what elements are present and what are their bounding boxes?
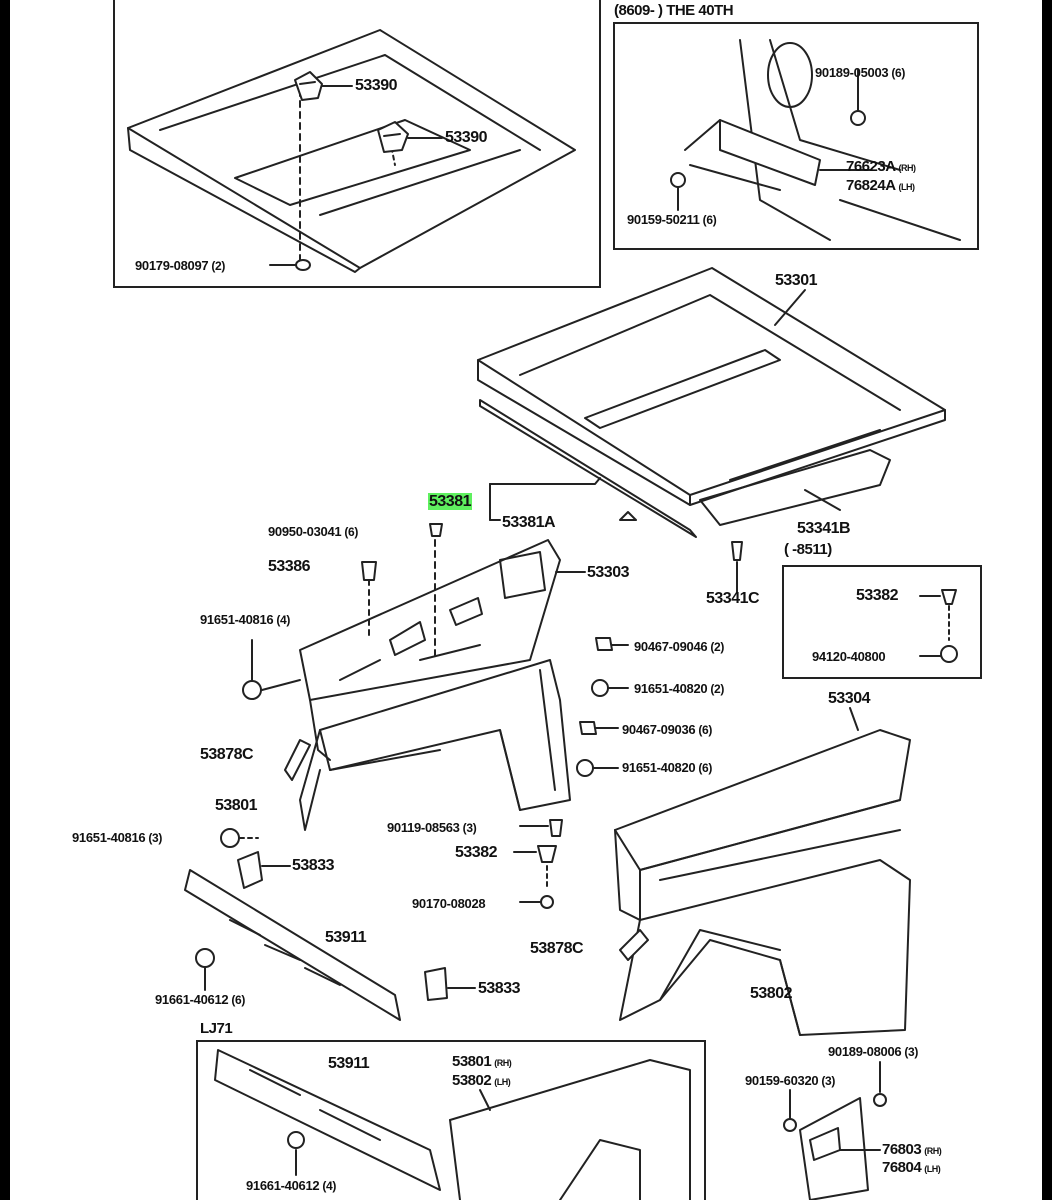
hood-bumper-icon — [294, 71, 323, 101]
lj71-section-label: LJ71 — [200, 1020, 233, 1037]
part-label-91661-40612-b[interactable]: 91661-40612(4) — [246, 1178, 337, 1193]
fastener-inset-box — [782, 565, 982, 679]
part-label-53303[interactable]: 53303 — [587, 564, 630, 581]
inset-hood-shape — [127, 29, 576, 273]
fender-liner — [619, 859, 911, 1036]
top-right-inset-box — [613, 22, 979, 250]
part-label-53911[interactable]: 53911 — [325, 929, 367, 946]
part-label-53878c-a[interactable]: 53878C — [200, 746, 254, 763]
part-label-53386[interactable]: 53386 — [268, 558, 311, 575]
part-label-53802-lh[interactable]: 53802(LH) — [452, 1072, 511, 1089]
inset-hinge-drawing — [670, 39, 961, 241]
part-label-53802[interactable]: 53802 — [750, 985, 793, 1002]
part-label-90467-09036[interactable]: 90467-09036(6) — [622, 722, 713, 737]
part-label-76803[interactable]: 76803(RH) — [882, 1141, 942, 1158]
part-label-90189-08006[interactable]: 90189-08006(3) — [828, 1044, 919, 1059]
radiator-support-panel — [184, 869, 401, 1021]
part-label-90467-09046[interactable]: 90467-09046(2) — [634, 639, 725, 654]
part-label-94120[interactable]: 94120-40800 — [812, 649, 886, 664]
part-label-53911-b[interactable]: 53911 — [328, 1055, 370, 1072]
part-label-91651-40816-a[interactable]: 91651-40816(4) — [200, 612, 291, 627]
part-label-90159-50211[interactable]: 90159-50211(6) — [627, 212, 717, 227]
part-label-53390-b[interactable]: 53390 — [445, 129, 488, 146]
part-label-91651-40816-b[interactable]: 91651-40816(3) — [72, 830, 163, 845]
part-label-53341b[interactable]: 53341B — [797, 520, 851, 537]
hood-bumper-icon-2 — [377, 121, 409, 153]
part-label-76624a[interactable]: 76824A(LH) — [846, 177, 915, 194]
part-label-90170[interactable]: 90170-08028 — [412, 896, 486, 911]
lj71-fender-drawing — [449, 1059, 691, 1200]
part-label-90950[interactable]: 90950-03041(6) — [268, 524, 359, 539]
sub-range-label: ( -8511) — [784, 541, 832, 558]
part-label-53382[interactable]: 53382 — [455, 844, 498, 861]
part-label-53341c[interactable]: 53341C — [706, 590, 760, 607]
part-label-53833-a[interactable]: 53833 — [292, 857, 335, 874]
left-black-border — [0, 0, 10, 1200]
part-label-91651-40820-b[interactable]: 91651-40820(6) — [622, 760, 713, 775]
part-label-53878c-b[interactable]: 53878C — [530, 940, 584, 957]
hood-weatherstrip — [479, 399, 697, 538]
hood-insulator — [699, 449, 891, 526]
main-hood-panel — [477, 267, 946, 506]
part-label-53382-box[interactable]: 53382 — [856, 587, 899, 604]
part-label-90159-60320[interactable]: 90159-60320(3) — [745, 1073, 836, 1088]
right-black-border — [1042, 0, 1052, 1200]
part-label-53381a[interactable]: 53381A — [502, 514, 556, 531]
part-label-53801-rh[interactable]: 53801(RH) — [452, 1053, 512, 1070]
lj71-support-drawing — [214, 1049, 441, 1191]
lj71-inset-box — [196, 1040, 706, 1200]
part-label-91651-40820-a[interactable]: 91651-40820(2) — [634, 681, 725, 696]
part-label-53801[interactable]: 53801 — [215, 797, 258, 814]
part-label-90119[interactable]: 90119-08563(3) — [387, 820, 477, 835]
part-label-76804[interactable]: 76804(LH) — [882, 1159, 941, 1176]
part-label-53304[interactable]: 53304 — [828, 690, 871, 707]
part-label-53301[interactable]: 53301 — [775, 272, 818, 289]
part-label-53390-a[interactable]: 53390 — [355, 77, 398, 94]
part-label-76623a[interactable]: 76623A(RH) — [846, 158, 916, 175]
cowl-panel — [299, 539, 561, 761]
top-left-inset-box — [113, 0, 601, 288]
part-label-53381[interactable]: 53381 — [428, 493, 472, 510]
header-text: (8609- ) THE 40TH — [614, 2, 734, 19]
part-label-53833-b[interactable]: 53833 — [478, 980, 521, 997]
part-label-91661-40612-a[interactable]: 91661-40612(6) — [155, 992, 246, 1007]
front-fender-panel — [614, 729, 911, 921]
part-label-90179[interactable]: 90179-08097(2) — [135, 258, 226, 273]
inner-fender-panel — [299, 659, 571, 831]
part-label-90189-05003[interactable]: 90189-05003(6) — [815, 65, 906, 80]
